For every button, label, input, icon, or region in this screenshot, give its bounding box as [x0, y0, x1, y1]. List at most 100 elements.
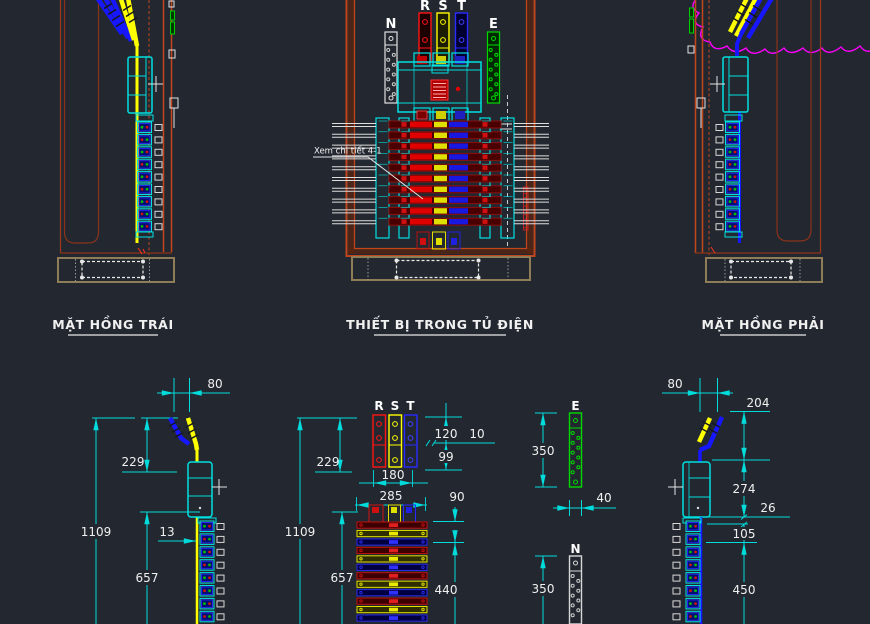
- dim-350-neutral: 350: [532, 582, 555, 596]
- bolt-hole: [391, 92, 396, 97]
- front-bus-label-t: T: [406, 399, 415, 413]
- terminal-block: [725, 171, 740, 183]
- cable-band: [103, 2, 113, 10]
- bolt-hole: [391, 62, 396, 67]
- terminal-dot: [733, 187, 737, 191]
- neutral-label: N: [570, 542, 580, 556]
- busbar-stack: [356, 504, 428, 622]
- busbar-segment-s: [434, 219, 447, 225]
- wire-marker: [715, 161, 724, 169]
- title-front-view: THIẾT BỊ TRONG TỦ ĐIỆN: [346, 316, 534, 332]
- terminal-dot: [203, 576, 206, 580]
- bolt-hole: [570, 574, 575, 578]
- bolt-hole: [576, 598, 581, 603]
- busbar-segment-r: [410, 219, 432, 225]
- bolt-hole: [570, 440, 575, 445]
- busbar-segment-s: [434, 186, 447, 192]
- terminal-dot: [145, 200, 149, 204]
- dim-657-front: 657: [331, 571, 354, 585]
- terminal-block-body: [687, 612, 699, 621]
- bolt-hole: [386, 57, 391, 62]
- terminal-block-body: [201, 586, 213, 595]
- bolt: [482, 122, 488, 127]
- terminal-dot: [208, 537, 211, 541]
- bolt: [401, 208, 407, 214]
- wire-marker: [715, 186, 724, 193]
- bolt-hole: [494, 72, 499, 77]
- bolt: [401, 176, 407, 181]
- stack-bolt: [359, 523, 363, 527]
- wire-marker: [216, 574, 225, 582]
- stack-bolt: [421, 607, 425, 612]
- wire-marker: [216, 523, 225, 530]
- busbar-segment-t: [449, 197, 468, 203]
- terminal-dot: [728, 187, 732, 191]
- terminal-block-body: [726, 172, 739, 182]
- cable-band: [185, 422, 195, 428]
- busbar-segment-r: [410, 197, 432, 203]
- stack-bolt: [421, 531, 425, 536]
- bolt-hole: [386, 67, 391, 72]
- bolt: [482, 197, 488, 203]
- stack-bolt: [421, 574, 425, 578]
- dim-99: 99: [438, 450, 453, 464]
- bolt-hole: [570, 460, 575, 465]
- dim-229-left: 229: [122, 455, 145, 469]
- cabinet-base-left: [57, 257, 175, 283]
- busbar-segment-s: [434, 132, 447, 138]
- wire-marker: [154, 198, 163, 206]
- terminal-block: [725, 183, 740, 195]
- terminal-dot: [145, 125, 149, 129]
- terminal-dot: [140, 187, 144, 191]
- busbar-segment-s: [434, 154, 447, 160]
- busbar-t-dim: [403, 414, 418, 468]
- breaker-handle: [212, 479, 227, 495]
- busbar-segment-s: [434, 208, 447, 214]
- busbar-segment-t: [449, 208, 468, 214]
- terminal-dot: [728, 175, 732, 179]
- bus-label-e: E: [489, 17, 498, 32]
- cable-markers: [103, 2, 138, 28]
- busbar-segment-t: [449, 219, 468, 225]
- busbar-segment-t: [449, 132, 468, 138]
- terminal-dot: [208, 615, 211, 618]
- bolt-hole: [570, 603, 575, 608]
- wire-marker: [154, 186, 163, 193]
- terminal-dot: [140, 150, 144, 154]
- terminal-dot: [203, 602, 206, 605]
- stack-bolt: [421, 557, 425, 561]
- bolt-hole: [494, 82, 499, 87]
- bolt: [401, 133, 407, 138]
- cable-band: [731, 16, 741, 24]
- gland-plate: [81, 260, 144, 279]
- dim-440: 440: [435, 583, 458, 597]
- title-left-view: MẶT HỒNG TRÁI: [52, 315, 173, 332]
- bolt: [401, 143, 407, 149]
- view-titles: MẶT HỒNG TRÁI THIẾT BỊ TRONG TỦ ĐIỆN MẶT…: [52, 315, 824, 336]
- terminal-dot: [733, 150, 737, 154]
- detail-note-text: Xem chi tiết 4-1: [314, 146, 382, 157]
- bolt-hole: [576, 455, 581, 460]
- terminal-dot: [145, 187, 149, 191]
- cable-markers: [731, 2, 762, 26]
- dimensioned-left-view: 80 1109 229 657 13: [78, 377, 230, 624]
- door-handle: [169, 97, 179, 128]
- terminal-block: [685, 610, 701, 623]
- busbar-segment-s: [434, 197, 447, 203]
- dim-1109-front: 1109: [285, 525, 316, 539]
- terminal-dot: [140, 200, 144, 204]
- terminal-block: [685, 546, 701, 558]
- cable-band: [171, 427, 181, 433]
- terminal-block: [725, 195, 740, 208]
- wire-marker: [216, 561, 225, 569]
- terminal-block-body: [687, 560, 699, 570]
- terminal-block-body: [138, 135, 151, 144]
- wire-marker: [672, 613, 681, 621]
- terminal-dot: [694, 550, 697, 554]
- dim-274: 274: [733, 482, 756, 496]
- dim-13-left: 13: [159, 525, 174, 539]
- bolt-hole: [576, 608, 581, 613]
- terminal-block-body: [726, 147, 739, 157]
- stack-bolt: [421, 565, 425, 569]
